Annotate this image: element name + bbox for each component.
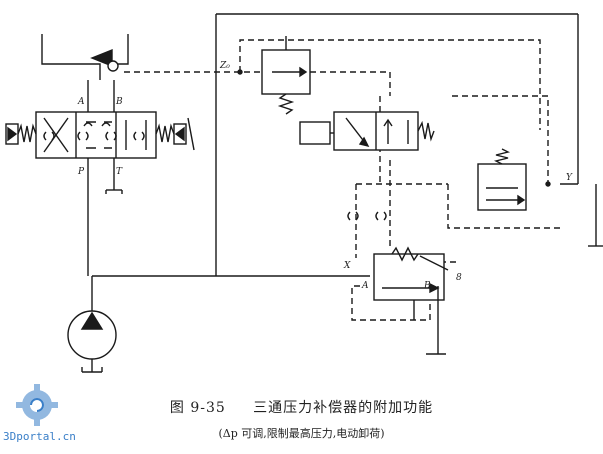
relief-valve-right [477, 148, 603, 247]
hydraulic-pump [67, 276, 117, 373]
solenoid-valve-middle [299, 111, 435, 151]
label-port-t: T [116, 167, 123, 177]
pilot-lines [124, 39, 560, 321]
relief-valve-top [237, 36, 311, 115]
label-x: X [343, 261, 351, 271]
label-port-p: P [77, 167, 85, 177]
orifices [43, 131, 387, 221]
label-z0: Z₀ [219, 61, 230, 71]
figure-title: 图 9-35 三通压力补偿器的附加功能 [0, 397, 603, 417]
figure-note: (Δp 可调,限制最高压力,电动卸荷) [218, 427, 385, 440]
watermark-text: 3Dportal.cn [3, 430, 76, 443]
actuator-load [41, 34, 129, 80]
label-port-b-top: B [115, 97, 123, 107]
label-port-a-top: A [77, 97, 85, 107]
directional-valve-4-3 [5, 80, 195, 276]
watermark-gear-icon [16, 384, 58, 426]
figure-number: 图 9-35 [169, 400, 226, 416]
label-port-a-comp: A [361, 281, 369, 291]
label-y: Y [566, 173, 573, 183]
figure-title-text: 三通压力补偿器的附加功能 [253, 400, 434, 416]
pressure-compensator [373, 246, 449, 355]
label-callout-8: 8 [456, 273, 462, 283]
pressure-lines [92, 13, 579, 277]
label-port-b-comp: B [423, 281, 431, 291]
